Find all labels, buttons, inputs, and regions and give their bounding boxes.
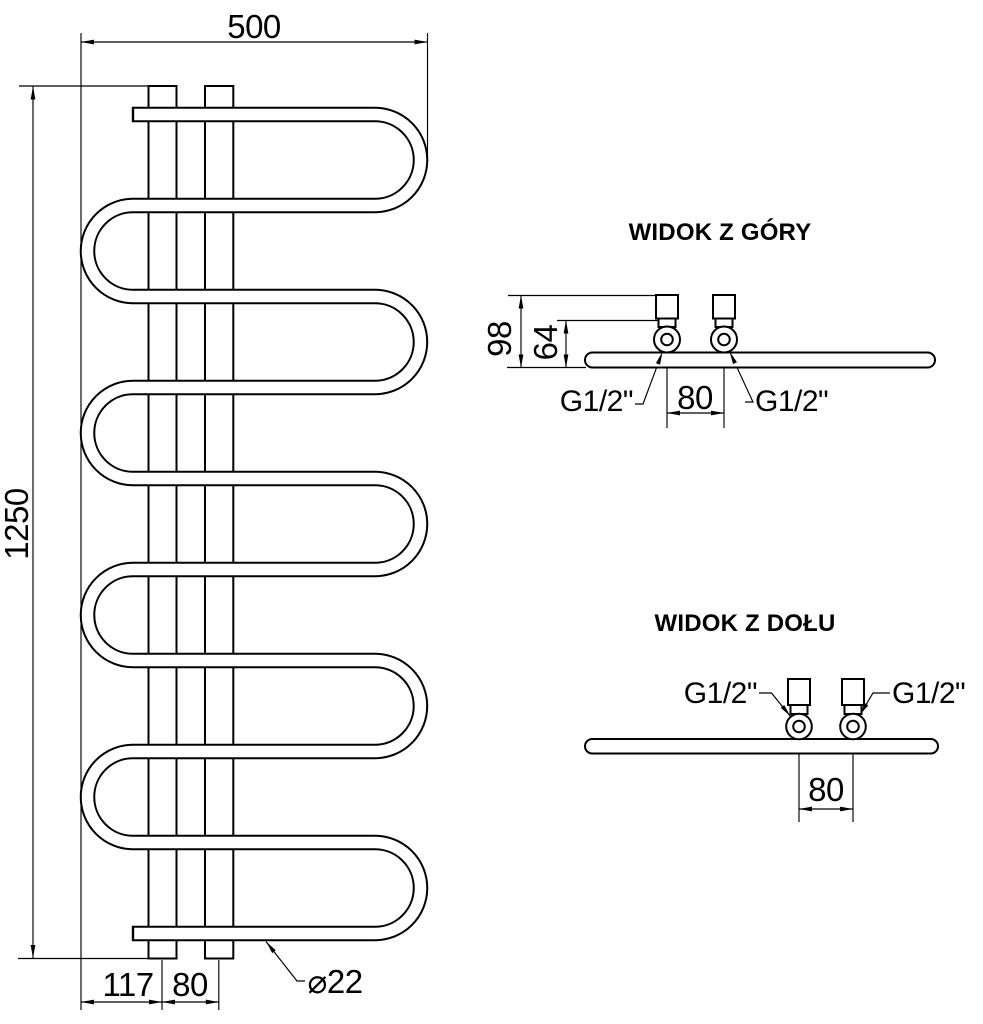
rail-spacing-dimension-text: 80: [172, 966, 208, 1003]
arrowhead: [30, 86, 36, 100]
arrowhead: [81, 999, 94, 1005]
leader-arrowhead: [655, 351, 663, 365]
radiator-bar-bottom-view: [584, 738, 939, 755]
connection-circle-inner: [717, 332, 731, 347]
arrowhead: [30, 945, 36, 958]
connection-circle-inner: [846, 719, 860, 734]
tube-fill: [81, 108, 427, 940]
radiator-bar-top-view: [584, 351, 936, 369]
spacing-dimension-text: 80: [677, 379, 713, 416]
arrowhead: [799, 806, 812, 812]
arrowhead: [149, 999, 162, 1005]
diameter-leader-line: [265, 941, 305, 982]
depth-dimension-text: 98: [481, 321, 518, 357]
connection-circle-inner: [660, 332, 674, 347]
fitting-1-bottom-view: [785, 678, 813, 741]
offset-dimension-text: 117: [102, 966, 153, 1003]
arrowhead: [667, 410, 680, 416]
top-view-title: WIDOK Z GÓRY: [629, 218, 812, 246]
front-arrowheads: [30, 39, 428, 1005]
tube-diameter-text: ⌀22: [308, 963, 363, 1000]
left-rail: [147, 85, 178, 960]
tube-outline: [79, 106, 429, 942]
valve-body: [655, 294, 679, 320]
arrowhead: [563, 320, 569, 334]
valve-collar: [789, 704, 809, 715]
arrowhead: [162, 999, 175, 1005]
arrowhead: [711, 410, 724, 416]
front-view: 500 1250 117 80 ⌀22: [0, 8, 429, 1010]
thread-label-right: G1/2": [755, 385, 828, 418]
collector-rails: [147, 85, 235, 960]
arrowhead: [518, 295, 524, 309]
front-dimension-lines: [18, 33, 429, 1010]
width-dimension-text: 500: [227, 8, 281, 45]
top-view-arrowheads: [518, 295, 737, 416]
valve-body: [841, 678, 865, 706]
thread-label-left: G1/2": [684, 677, 757, 710]
right-rail: [204, 85, 235, 960]
arrowhead: [518, 354, 524, 368]
arrowhead: [414, 39, 428, 45]
bottom-view-arrowheads: [780, 703, 869, 812]
height-dimension-text: 1250: [0, 488, 35, 560]
thread-leader-left: [759, 692, 791, 717]
arrowhead: [563, 354, 569, 368]
leader-arrowhead: [780, 705, 791, 717]
connection-circle-inner: [792, 719, 806, 734]
spacing-dimension-text: 80: [808, 771, 844, 808]
thread-label-right: G1/2": [892, 677, 965, 710]
bottom-view: WIDOK Z DOŁU 80 G1/2": [584, 610, 966, 822]
arrowhead: [81, 39, 94, 45]
fitting-1-top-view: [653, 294, 681, 354]
serpentine-tube: [79, 106, 429, 942]
leader-arrowhead: [266, 941, 276, 954]
fitting-2-bottom-view: [839, 678, 867, 741]
bottom-view-title: WIDOK Z DOŁU: [654, 610, 835, 637]
top-view: WIDOK Z GÓRY: [481, 218, 936, 428]
valve-collar: [843, 704, 863, 715]
valve-body: [787, 678, 811, 706]
thread-leader-left: [635, 351, 664, 405]
thread-label-left: G1/2": [560, 385, 633, 418]
arrowhead: [840, 806, 853, 812]
fitting-2-top-view: [710, 294, 738, 354]
valve-body: [712, 294, 736, 320]
arrowhead: [205, 999, 219, 1005]
pipe-depth-dimension-text: 64: [527, 325, 564, 361]
leader-arrowhead: [729, 351, 737, 364]
leader-arrowhead: [859, 703, 869, 716]
